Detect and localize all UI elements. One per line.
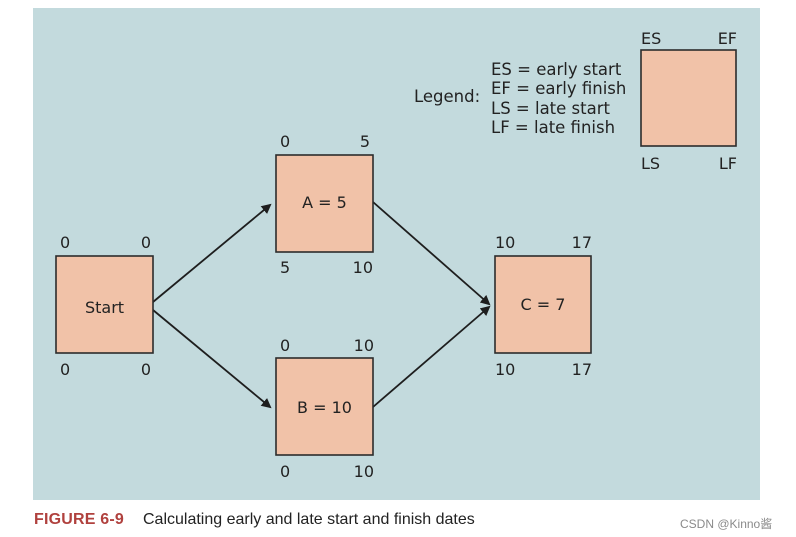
arrow-b-to-c: [372, 305, 491, 408]
node-start-label: Start: [85, 298, 124, 317]
node-a-es: 0: [280, 132, 290, 151]
node-b-es: 0: [280, 336, 290, 355]
node-start-es: 0: [60, 233, 70, 252]
watermark: CSDN @Kinno酱: [680, 517, 773, 531]
legend: Legend: ES = early start EF = early fini…: [414, 29, 737, 173]
node-c: C = 7 10 17 10 17: [494, 233, 592, 379]
arrow-a-to-c: [372, 201, 491, 306]
node-c-ls: 10: [495, 360, 515, 379]
node-c-ef: 17: [572, 233, 592, 252]
node-start-ef: 0: [141, 233, 151, 252]
node-a-ef: 5: [360, 132, 370, 151]
node-b-lf: 10: [354, 462, 374, 481]
node-c-lf: 17: [572, 360, 592, 379]
arrow-start-to-b: [152, 309, 272, 409]
legend-key-ls: LS: [641, 154, 660, 173]
node-b-ls: 0: [280, 462, 290, 481]
legend-key-ef: EF: [718, 29, 737, 48]
node-c-label: C = 7: [521, 295, 566, 314]
node-b: B = 10 0 10 0 10: [275, 336, 374, 481]
figure-caption: Calculating early and late start and fin…: [143, 511, 475, 528]
node-b-box: [275, 357, 374, 456]
diagram-panel: [33, 8, 760, 500]
node-b-label: B = 10: [297, 398, 352, 417]
figure-number: FIGURE 6-9: [34, 511, 125, 528]
legend-key-es: ES: [641, 29, 661, 48]
node-a-label: A = 5: [302, 193, 347, 212]
legend-line-lf: LF = late finish: [491, 118, 615, 137]
node-a-ls: 5: [280, 258, 290, 277]
node-b-ef: 10: [354, 336, 374, 355]
node-a-lf: 10: [353, 258, 373, 277]
node-c-es: 10: [495, 233, 515, 252]
node-start-lf: 0: [141, 360, 151, 379]
node-start-ls: 0: [60, 360, 70, 379]
legend-key-lf: LF: [719, 154, 737, 173]
node-a-box: [275, 154, 374, 253]
legend-title: Legend:: [414, 87, 480, 106]
node-start-box: [55, 255, 154, 354]
node-a: A = 5 0 5 5 10: [275, 132, 374, 277]
legend-line-ls: LS = late start: [491, 99, 611, 118]
node-c-box: [494, 255, 592, 354]
legend-line-es: ES = early start: [491, 60, 622, 79]
legend-line-ef: EF = early finish: [491, 79, 626, 98]
legend-key-box: [640, 49, 737, 147]
arrow-start-to-a: [152, 203, 272, 303]
node-start: Start 0 0 0 0: [55, 233, 154, 379]
